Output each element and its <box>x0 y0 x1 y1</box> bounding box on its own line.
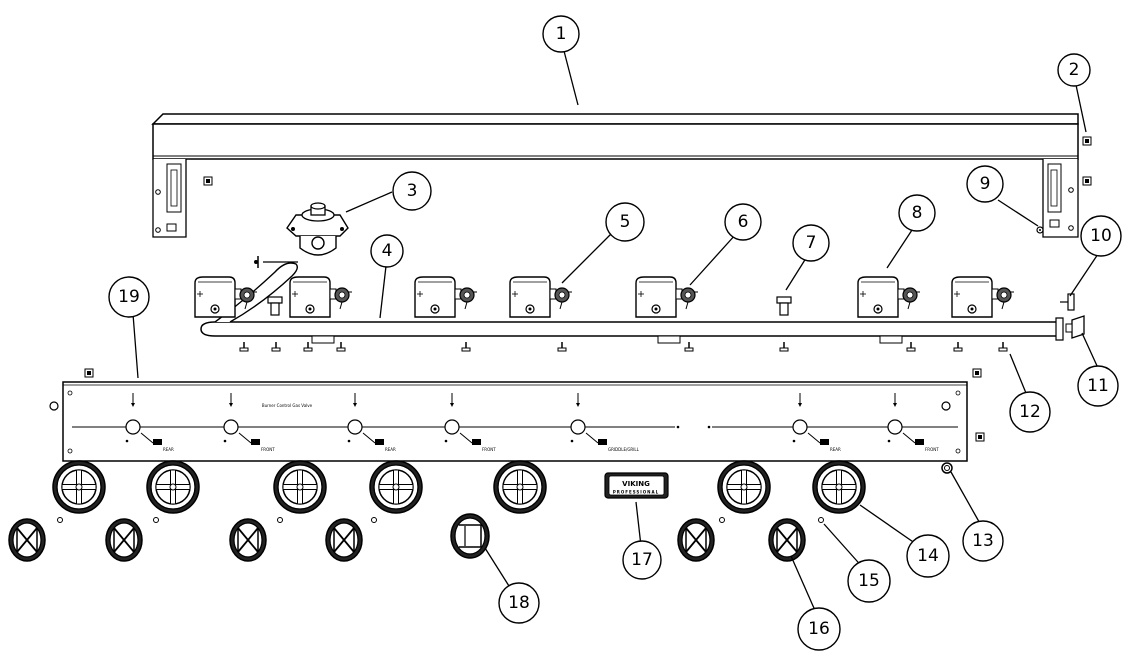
callout-label: 9 <box>980 174 991 194</box>
callout-label: 19 <box>118 287 140 307</box>
control-knob-parts <box>8 518 806 562</box>
callout-circle <box>724 203 762 241</box>
callout-label: 11 <box>1087 376 1109 396</box>
callout-circle <box>1077 365 1119 407</box>
center-panel-label: Burner Control Gas Valve <box>262 403 313 408</box>
callout-label: 4 <box>382 241 393 261</box>
callout-circle <box>392 171 432 211</box>
panel-label-group: REAR FRONT REAR FRONT GRIDDLE/GRILL REAR FRONT <box>163 447 939 452</box>
callout-circle <box>962 520 1004 562</box>
callout-circle <box>797 607 841 651</box>
callout-label: 5 <box>620 212 631 232</box>
callout-circle <box>1009 391 1051 433</box>
panel-burner-label: FRONT <box>261 447 275 452</box>
control-panel-part <box>49 381 968 462</box>
callout-label: 10 <box>1090 226 1112 246</box>
callout-circle <box>1080 215 1122 257</box>
callout-circle <box>906 534 950 578</box>
panel-burner-label: REAR <box>385 447 396 452</box>
bezel-screw-parts <box>57 517 824 523</box>
callout-circle <box>966 165 1004 203</box>
viking-badge-part <box>604 472 669 499</box>
panel-burner-label: FRONT <box>925 447 939 452</box>
callout-circle <box>108 276 150 318</box>
callout-label: 1 <box>556 24 567 44</box>
callout-label: 12 <box>1019 402 1041 422</box>
griddle-knob-part <box>450 513 490 559</box>
callout-circle <box>1057 53 1091 87</box>
screw-part <box>1036 226 1044 234</box>
valve-screw-part <box>267 296 792 316</box>
leader-lines <box>132 50 1099 616</box>
end-fitting-parts <box>1060 293 1085 339</box>
callout-circle <box>792 224 830 262</box>
panel-burner-label: FRONT <box>482 447 496 452</box>
pressure-regulator-part <box>286 202 349 256</box>
callout-circle <box>898 194 936 232</box>
panel-burner-label: REAR <box>163 447 174 452</box>
callout-label: 6 <box>738 212 749 232</box>
callout-label: 8 <box>912 203 923 223</box>
callout-label: 16 <box>808 619 830 639</box>
callout-circle <box>847 559 891 603</box>
callout-circle <box>498 582 540 624</box>
callout-label: 17 <box>631 550 653 570</box>
badge-brand-text: VIKING <box>622 480 650 488</box>
callout-label: 14 <box>917 546 939 566</box>
callout-circle <box>542 15 580 53</box>
top-trim-part <box>151 113 1079 238</box>
callout-circle <box>605 202 645 242</box>
callout-label: 18 <box>508 593 530 613</box>
callout-label: 3 <box>407 181 418 201</box>
callout-circle <box>622 540 662 580</box>
indicator-light-part <box>941 462 953 474</box>
badge-sub-text: PROFESSIONAL <box>613 490 659 495</box>
panel-burner-label: GRIDDLE/GRILL <box>608 447 640 452</box>
burner-valve-parts <box>194 276 1015 318</box>
callout-label: 15 <box>858 571 880 591</box>
callout-circle <box>370 234 404 268</box>
callout-label: 2 <box>1069 60 1080 80</box>
callout-label: 13 <box>972 531 994 551</box>
callout-label: 7 <box>806 233 817 253</box>
panel-burner-label: REAR <box>830 447 841 452</box>
knob-bezel-parts <box>52 460 866 514</box>
